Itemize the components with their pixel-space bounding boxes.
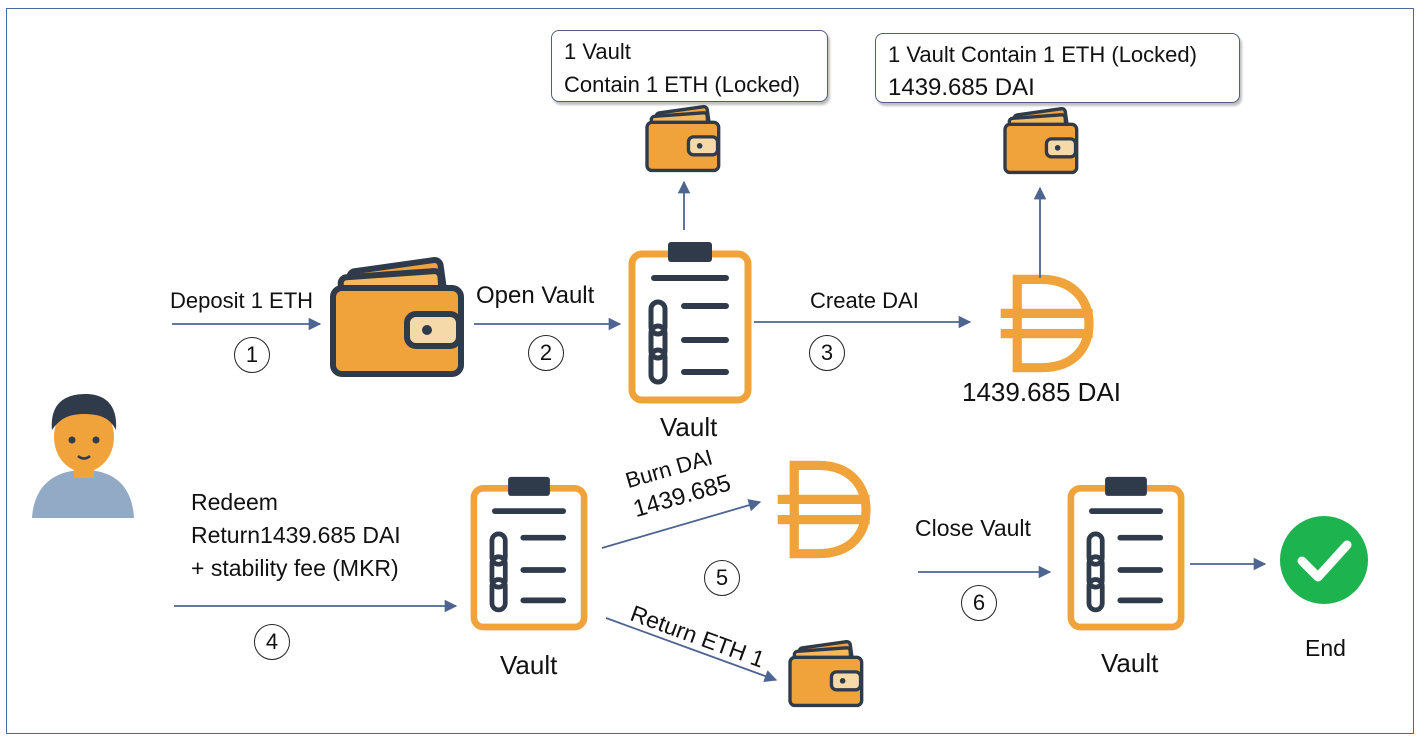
vault-label-close: Vault <box>1101 648 1159 678</box>
clipboard-chain-icon <box>474 477 584 627</box>
end-label: End <box>1305 635 1346 661</box>
step2-label: Open Vault <box>476 282 595 309</box>
wallet-icon <box>1003 106 1079 175</box>
step6-number: 6 <box>961 585 997 621</box>
step4-label: Redeem Return1439.685 DAI + stability fe… <box>191 486 401 585</box>
vault-label-top: Vault <box>660 412 718 442</box>
flow-arrows <box>172 180 1267 683</box>
box2-line2: 1439.685 DAI <box>888 74 1035 101</box>
wallet-icon <box>333 259 461 374</box>
step4-number: 4 <box>254 624 290 660</box>
box1-line2: Contain 1 ETH (Locked) <box>564 72 800 97</box>
dai-amount-label: 1439.685 DAI <box>962 377 1122 407</box>
clipboard-chain-icon <box>1071 477 1181 627</box>
step3-number: 3 <box>809 335 845 371</box>
step1-label: Deposit 1 ETH <box>170 288 314 313</box>
step1-number: 1 <box>234 337 270 373</box>
vault-info-box-1: 1 Vault Contain 1 ETH (Locked) <box>551 30 828 102</box>
wallet-icon <box>788 639 864 708</box>
step4-line3: + stability fee (MKR) <box>191 555 399 581</box>
vault-label-bottom: Vault <box>500 650 558 680</box>
clipboard-chain-icon <box>632 242 748 400</box>
step6-label: Close Vault <box>915 515 1031 541</box>
dai-coin-icon <box>1001 279 1093 367</box>
user-avatar-icon <box>32 394 134 518</box>
wallet-icon <box>645 104 721 173</box>
check-circle-icon <box>1280 516 1368 604</box>
diagram-frame <box>6 8 1414 734</box>
step4-line2: Return1439.685 DAI <box>191 522 401 548</box>
box1-line1: 1 Vault <box>564 39 631 64</box>
step5-number: 5 <box>704 560 740 596</box>
box2-line1: 1 Vault Contain 1 ETH (Locked) <box>888 42 1197 67</box>
step3-label: Create DAI <box>810 288 919 313</box>
vault-info-box-2: 1 Vault Contain 1 ETH (Locked) 1439.685 … <box>875 33 1240 103</box>
dai-coin-icon <box>778 465 870 553</box>
step2-number: 2 <box>528 335 564 371</box>
step4-line1: Redeem <box>191 489 278 515</box>
